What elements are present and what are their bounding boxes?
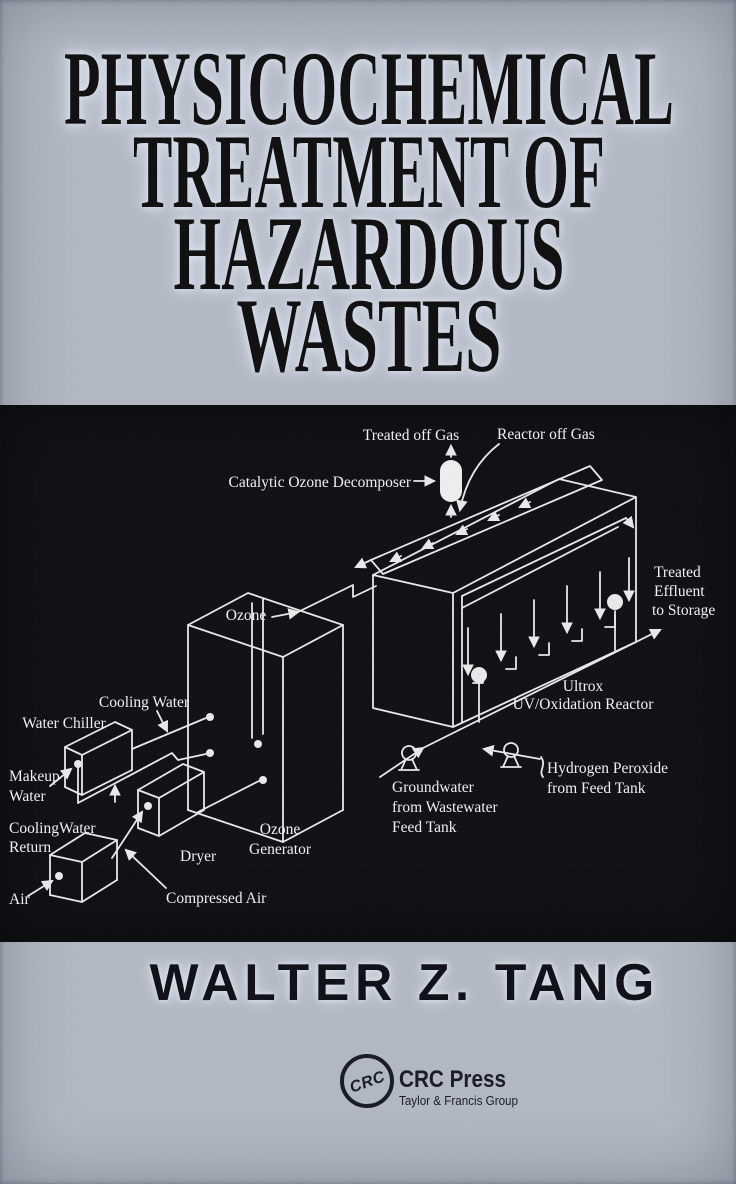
cover-artwork: PHYSICOCHEMICAL TREATMENT OF HAZARDOUS W… xyxy=(0,0,736,1184)
book-cover: PHYSICOCHEMICAL TREATMENT OF HAZARDOUS W… xyxy=(0,0,736,1184)
grain-texture xyxy=(0,0,736,1184)
